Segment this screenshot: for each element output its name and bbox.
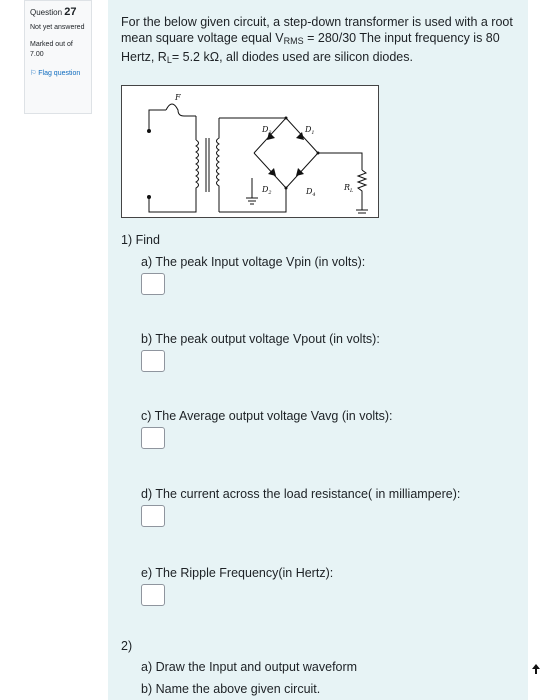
secondary-coil bbox=[216, 118, 220, 212]
answer-b-input[interactable] bbox=[141, 350, 165, 372]
part2-heading: 2) bbox=[121, 639, 133, 653]
answer-a-input[interactable] bbox=[141, 273, 165, 295]
input-terminal-top bbox=[147, 129, 151, 133]
input-terminal-bottom bbox=[147, 195, 151, 199]
part2-a-label: a) Draw the Input and output waveform bbox=[141, 660, 358, 674]
answer-e-input[interactable] bbox=[141, 584, 165, 606]
diode-d4 bbox=[296, 168, 304, 176]
node-right bbox=[316, 151, 320, 155]
diode-d2 bbox=[268, 168, 276, 176]
label-d4: D4 bbox=[305, 187, 316, 198]
part-e-label: e) The Ripple Frequency(in Hertz): bbox=[141, 566, 334, 580]
bridge-left-top bbox=[219, 117, 288, 154]
question-state: Not yet answered bbox=[30, 24, 85, 31]
diode-d1 bbox=[296, 132, 304, 140]
answer-c-input[interactable] bbox=[141, 427, 165, 449]
node-bottom bbox=[284, 186, 288, 190]
circuit-diagram: F D3 D1 D2 D4 RL bbox=[121, 85, 379, 218]
primary-coil bbox=[195, 139, 199, 190]
label-d2: D2 bbox=[261, 185, 272, 196]
part-c-label: c) The Average output voltage Vavg (in v… bbox=[141, 409, 393, 423]
circuit-svg: F D3 D1 D2 D4 RL bbox=[147, 93, 368, 214]
input-wire-top bbox=[148, 109, 166, 130]
part2-b-label: b) Name the above given circuit. bbox=[141, 682, 321, 696]
bridge-bottom bbox=[253, 152, 319, 189]
question-info-panel: Question 27 Not yet answered Marked out … bbox=[24, 0, 92, 114]
flag-question-link[interactable]: ⚐ Flag question bbox=[30, 70, 81, 77]
load-resistor bbox=[356, 169, 368, 210]
label-fuse: F bbox=[174, 93, 181, 102]
diode-d3 bbox=[267, 132, 275, 140]
part-d-label: d) The current across the load resistanc… bbox=[141, 487, 461, 501]
fuse-symbol bbox=[165, 103, 196, 117]
question-content: For the below given circuit, a step-down… bbox=[108, 0, 528, 700]
secondary-return-wire bbox=[219, 188, 287, 213]
label-d3: D3 bbox=[261, 125, 272, 136]
input-wire-bottom bbox=[148, 190, 197, 213]
part-b-label: b) The peak output voltage Vpout (in vol… bbox=[141, 332, 380, 346]
node-top bbox=[284, 116, 288, 120]
arrow-up-icon[interactable] bbox=[530, 663, 542, 677]
flag-icon: ⚐ bbox=[30, 70, 37, 77]
load-top-wire bbox=[318, 152, 363, 170]
label-rl: RL bbox=[343, 183, 354, 194]
label-d1: D1 bbox=[304, 125, 315, 136]
part-a-label: a) The peak Input voltage Vpin (in volts… bbox=[141, 255, 366, 269]
question-text: For the below given circuit, a step-down… bbox=[121, 15, 513, 65]
part1-heading: 1) Find bbox=[121, 233, 160, 247]
question-grade: Marked out of 7.00 bbox=[30, 41, 73, 58]
answer-d-input[interactable] bbox=[141, 505, 165, 527]
question-number: Question 27 bbox=[30, 6, 77, 18]
